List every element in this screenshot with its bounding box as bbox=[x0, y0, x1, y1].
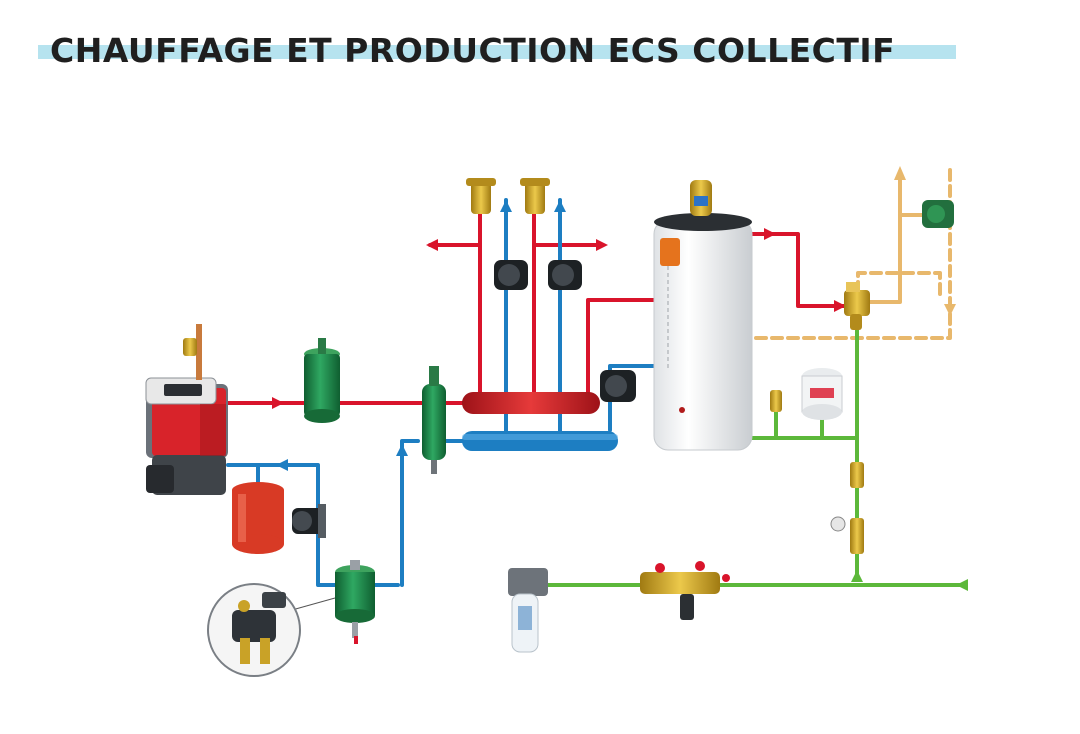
arrow-tank-out bbox=[764, 228, 776, 240]
page-title: CHAUFFAGE ET PRODUCTION ECS COLLECTIF bbox=[50, 31, 896, 70]
air-vent-icon bbox=[690, 180, 712, 216]
hydraulic-separator-icon bbox=[304, 338, 340, 423]
pressure-reducer-icon bbox=[830, 462, 864, 554]
arrow-boiler-flow bbox=[272, 397, 284, 409]
arrow-riser-cold-2 bbox=[554, 200, 566, 212]
arrow-return-to-sep bbox=[396, 444, 408, 456]
return-to-sep bbox=[400, 439, 420, 587]
arrow-riser-cold-1 bbox=[500, 200, 512, 212]
safety-valve-icon bbox=[770, 390, 782, 412]
arrow-mains-in bbox=[956, 579, 968, 591]
circulator-pump-icon bbox=[292, 504, 326, 538]
arrow-mains-up bbox=[851, 570, 863, 582]
tank-hot-outlet bbox=[748, 232, 848, 308]
circulator-pump-icon bbox=[494, 260, 582, 290]
expansion-vessel-icon bbox=[232, 482, 284, 554]
magnified-detail-icon bbox=[207, 583, 301, 677]
air-vent-icon bbox=[466, 178, 550, 214]
water-filter-icon bbox=[508, 568, 548, 653]
detail-leader-line bbox=[291, 597, 336, 611]
circulator-pump-icon bbox=[922, 200, 954, 228]
expansion-vessel-icon bbox=[801, 368, 843, 420]
hydraulic-separator-icon bbox=[422, 366, 446, 474]
arrow-branch-left bbox=[426, 239, 438, 251]
arrow-dhw-down bbox=[944, 304, 956, 316]
arrow-hot-to-mixer bbox=[834, 300, 846, 312]
circulator-pump-icon bbox=[600, 370, 636, 402]
boiler-safety-valve-icon bbox=[183, 324, 202, 380]
backflow-preventer-icon bbox=[640, 561, 730, 620]
arrow-dhw-up bbox=[894, 166, 906, 180]
thermostatic-mixing-valve-icon bbox=[844, 282, 870, 330]
hot-water-tank-icon bbox=[653, 213, 753, 451]
tank-coil-return bbox=[608, 364, 658, 432]
title-highlight-band bbox=[38, 45, 956, 59]
manifold-icon bbox=[462, 392, 618, 451]
flow-arrows bbox=[272, 166, 968, 591]
arrow-branch-right bbox=[596, 239, 608, 251]
dhw-hot-outlet bbox=[856, 170, 902, 304]
dirt-separator-icon bbox=[335, 560, 375, 644]
arrow-return bbox=[276, 459, 288, 471]
boiler-icon bbox=[145, 377, 228, 495]
title-block: CHAUFFAGE ET PRODUCTION ECS COLLECTIF bbox=[38, 28, 956, 78]
